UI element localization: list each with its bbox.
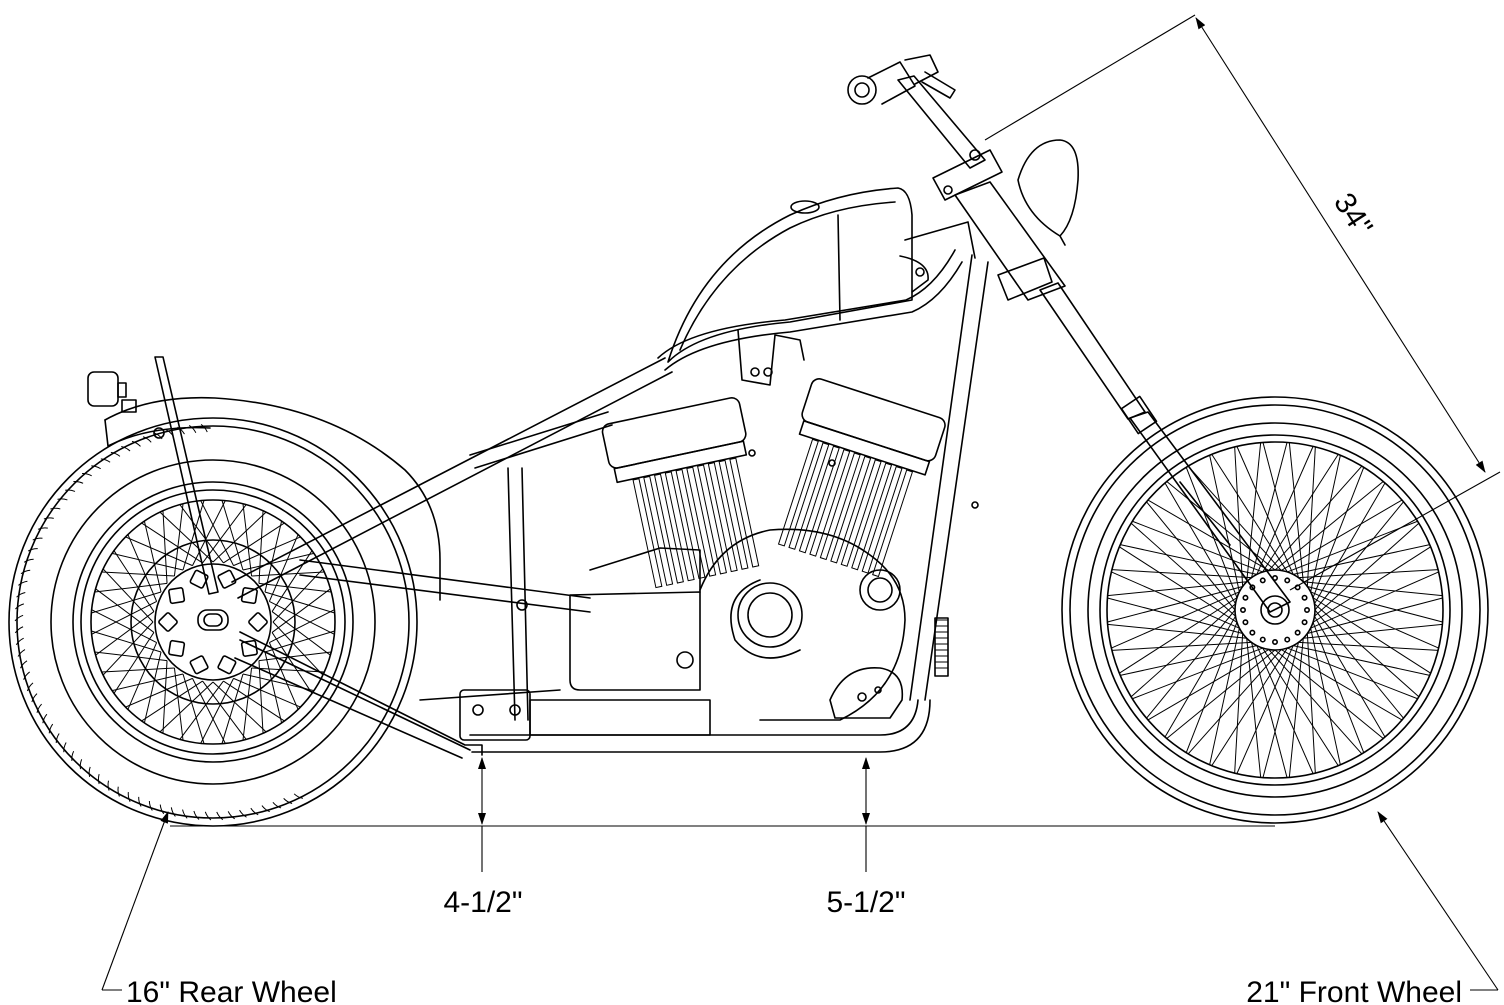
- rear-hub-holes: [158, 569, 268, 675]
- rear-tire-tread: [14, 423, 303, 821]
- fuel-tank: [667, 187, 929, 363]
- dimension-handlebar-34: 34": [984, 14, 1501, 591]
- fender-strut: [154, 356, 219, 595]
- triple-tree: [932, 149, 1066, 301]
- engine: [459, 329, 979, 741]
- front-fork: [1039, 282, 1291, 613]
- front-rotor-holes: [1240, 574, 1311, 645]
- frame: [231, 221, 989, 759]
- dimension-label-4-1-2: 4-1/2": [443, 886, 522, 919]
- dimension-rear-clearance: 4-1/2": [443, 757, 523, 919]
- rear-wheel: [8, 417, 418, 827]
- tail-light: [87, 371, 137, 413]
- callout-label-front-wheel: 21" Front Wheel: [1246, 976, 1462, 1005]
- dimension-label-5-1-2: 5-1/2": [826, 886, 905, 919]
- handlebar: [847, 54, 986, 169]
- callout-front-wheel: 21" Front Wheel: [1246, 811, 1499, 1005]
- callout-label-rear-wheel: 16" Rear Wheel: [126, 976, 337, 1005]
- dimension-front-clearance: 5-1/2": [826, 757, 906, 919]
- headlight: [1017, 139, 1079, 246]
- dimension-label-34: 34": [1327, 187, 1379, 242]
- callout-rear-wheel: 16" Rear Wheel: [101, 811, 337, 1005]
- rear-fender: [104, 396, 441, 601]
- rear-spokes: [91, 500, 335, 744]
